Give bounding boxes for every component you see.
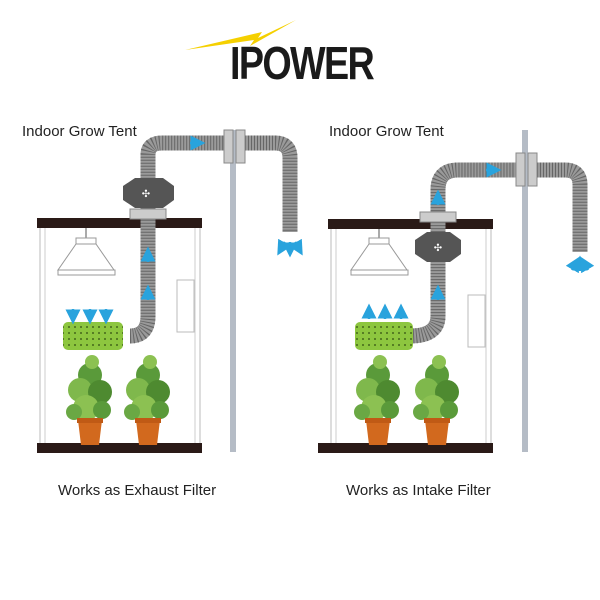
fan-collar	[129, 208, 167, 220]
grow-lamp	[350, 229, 409, 276]
svg-text:✣: ✣	[434, 243, 442, 254]
caption-intake: Works as Intake Filter	[346, 482, 491, 499]
airflow-arrows	[361, 162, 595, 319]
inline-fan: ✣	[415, 232, 461, 262]
tent-top-bar	[37, 218, 202, 228]
tent-door-window	[176, 279, 195, 333]
panel-intake: ✣	[318, 130, 595, 453]
fan-collar	[419, 211, 457, 223]
svg-text:✣: ✣	[142, 189, 150, 200]
panel-title-intake: Indoor Grow Tent	[329, 123, 444, 140]
inline-fan: ✣	[123, 178, 174, 208]
caption-exhaust: Works as Exhaust Filter	[58, 482, 217, 499]
grow-lamp	[57, 228, 116, 276]
brand-logo: IPOWER	[230, 37, 375, 89]
wall-pole	[230, 130, 236, 452]
duct-coupling	[515, 152, 526, 187]
wall-pole	[522, 130, 528, 452]
tent-bottom-bar	[318, 443, 493, 453]
tent-top-bar	[328, 219, 493, 229]
airflow-arrows	[65, 135, 303, 325]
tent-door-window	[467, 294, 486, 348]
panel-exhaust: ✣	[37, 129, 303, 453]
tent-bottom-bar	[37, 443, 202, 453]
duct-coupling	[223, 129, 234, 164]
panel-title-exhaust: Indoor Grow Tent	[22, 123, 137, 140]
